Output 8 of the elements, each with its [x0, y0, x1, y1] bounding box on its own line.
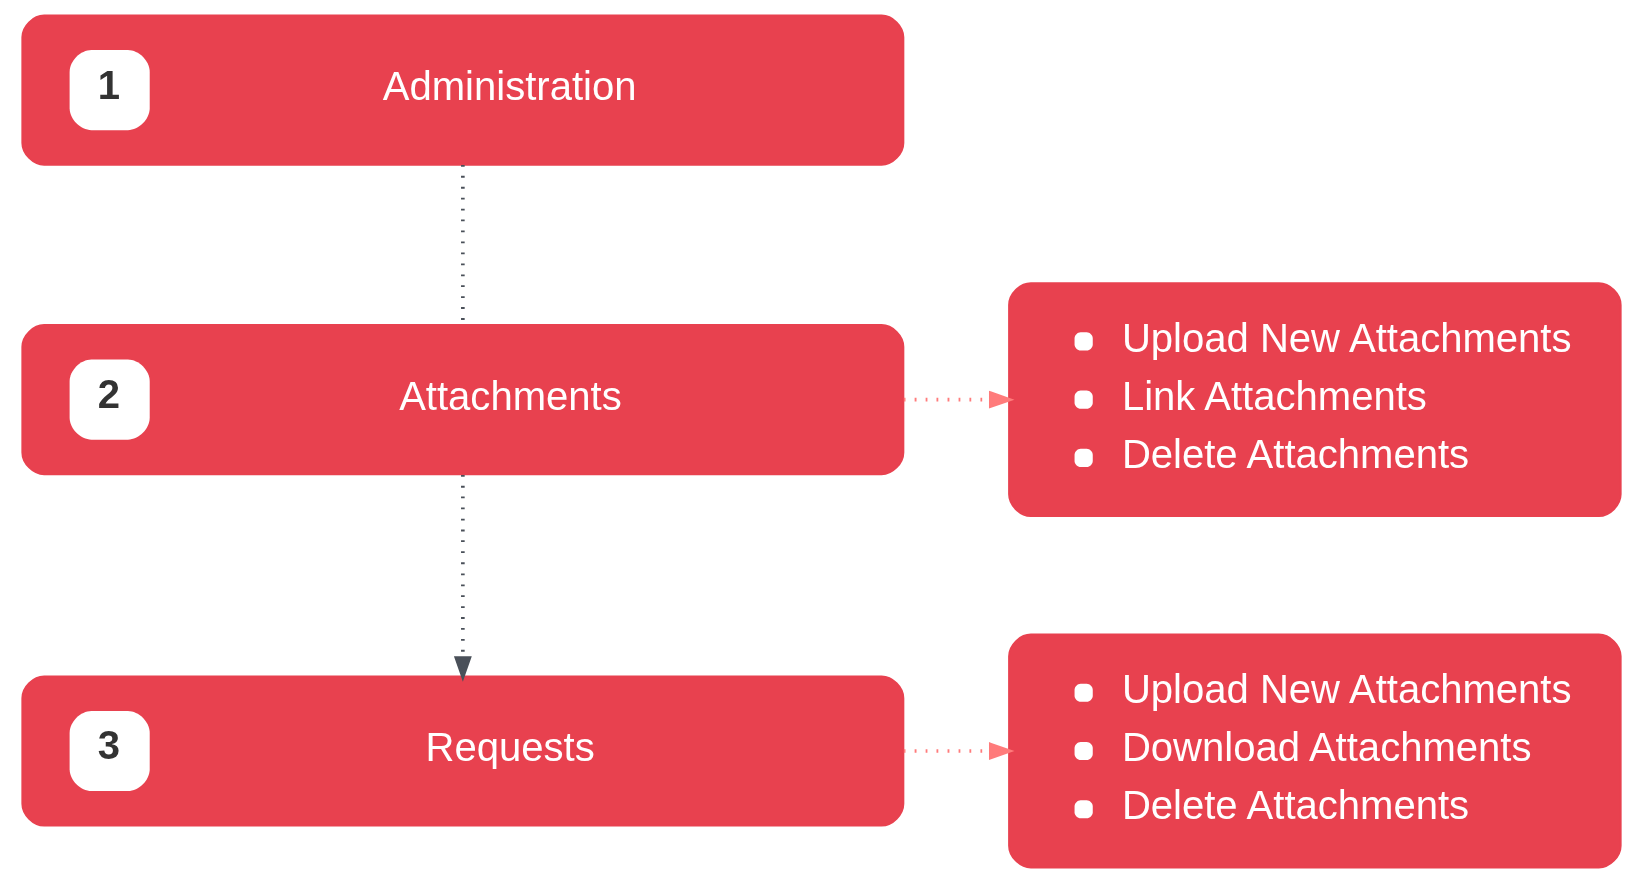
node-box: Upload New Attachments Download Attachments Delete Attachments	[1007, 633, 1622, 869]
node-box: 3 Requests	[20, 675, 904, 827]
node-box: 2 Attachments	[20, 324, 904, 476]
node-box: 1 Administration	[20, 14, 904, 166]
arrow	[903, 390, 1015, 409]
node-box: Upload New Attachments Link Attachments Delete Attachments	[1007, 282, 1622, 518]
arrow	[903, 742, 1015, 760]
arrow	[453, 475, 472, 682]
